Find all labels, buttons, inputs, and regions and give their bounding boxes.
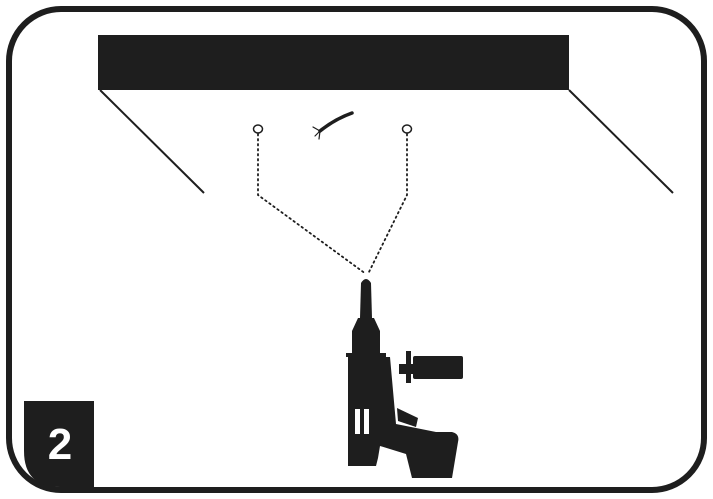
panel-frame — [6, 6, 707, 493]
ceiling-fixture — [98, 35, 674, 194]
step-badge: 2 — [24, 401, 94, 487]
ceiling-edge-left — [99, 89, 205, 194]
step-number: 2 — [48, 420, 72, 469]
ceiling-edge-right — [568, 89, 674, 194]
hole-marker-right — [401, 124, 413, 134]
ceiling-canopy-front — [98, 35, 569, 90]
guide-line-left — [257, 133, 367, 275]
hole-marker-left — [252, 124, 264, 134]
step-badge-background — [24, 401, 94, 487]
ceiling-wire-icon — [312, 111, 354, 140]
drill-icon — [346, 279, 463, 478]
drill-guide-lines — [257, 133, 408, 275]
guide-line-right — [367, 133, 408, 275]
